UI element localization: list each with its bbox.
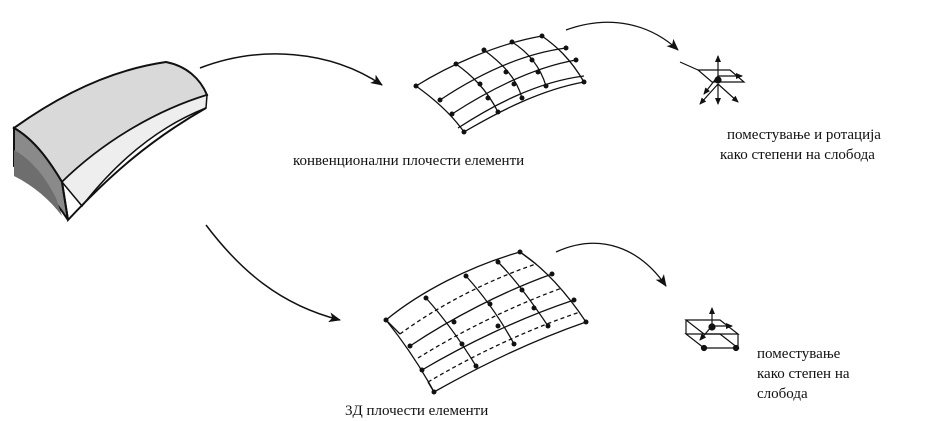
translation-dof-label-line3: слобода [757,386,808,402]
arrow-to-conventional [199,53,383,86]
translation-dof-node-icon [684,307,740,352]
curved-shell-solid [12,60,209,223]
conventional-nodes [413,33,587,135]
arrow-to-rotation-dof [565,21,679,51]
rotation-dof-label-line2: како степени на слобода [720,147,875,163]
rotation-dof-label-line1: поместување и ротација [727,127,881,143]
conventional-shell-label: конвенционални плочести елементи [293,153,525,169]
solid-shell-mesh [385,251,587,393]
translation-dof-label-line2: како степен на [757,366,850,382]
conventional-shell-mesh [415,35,585,133]
solid-shell-label: 3Д плочести елементи [345,403,489,419]
translation-dof-label-line1: поместување [757,346,841,362]
rotation-dof-node-icon [679,55,746,105]
arrow-to-translation-dof [555,242,667,287]
arrow-to-3d [205,224,341,323]
solid-shell-nodes [383,249,589,395]
